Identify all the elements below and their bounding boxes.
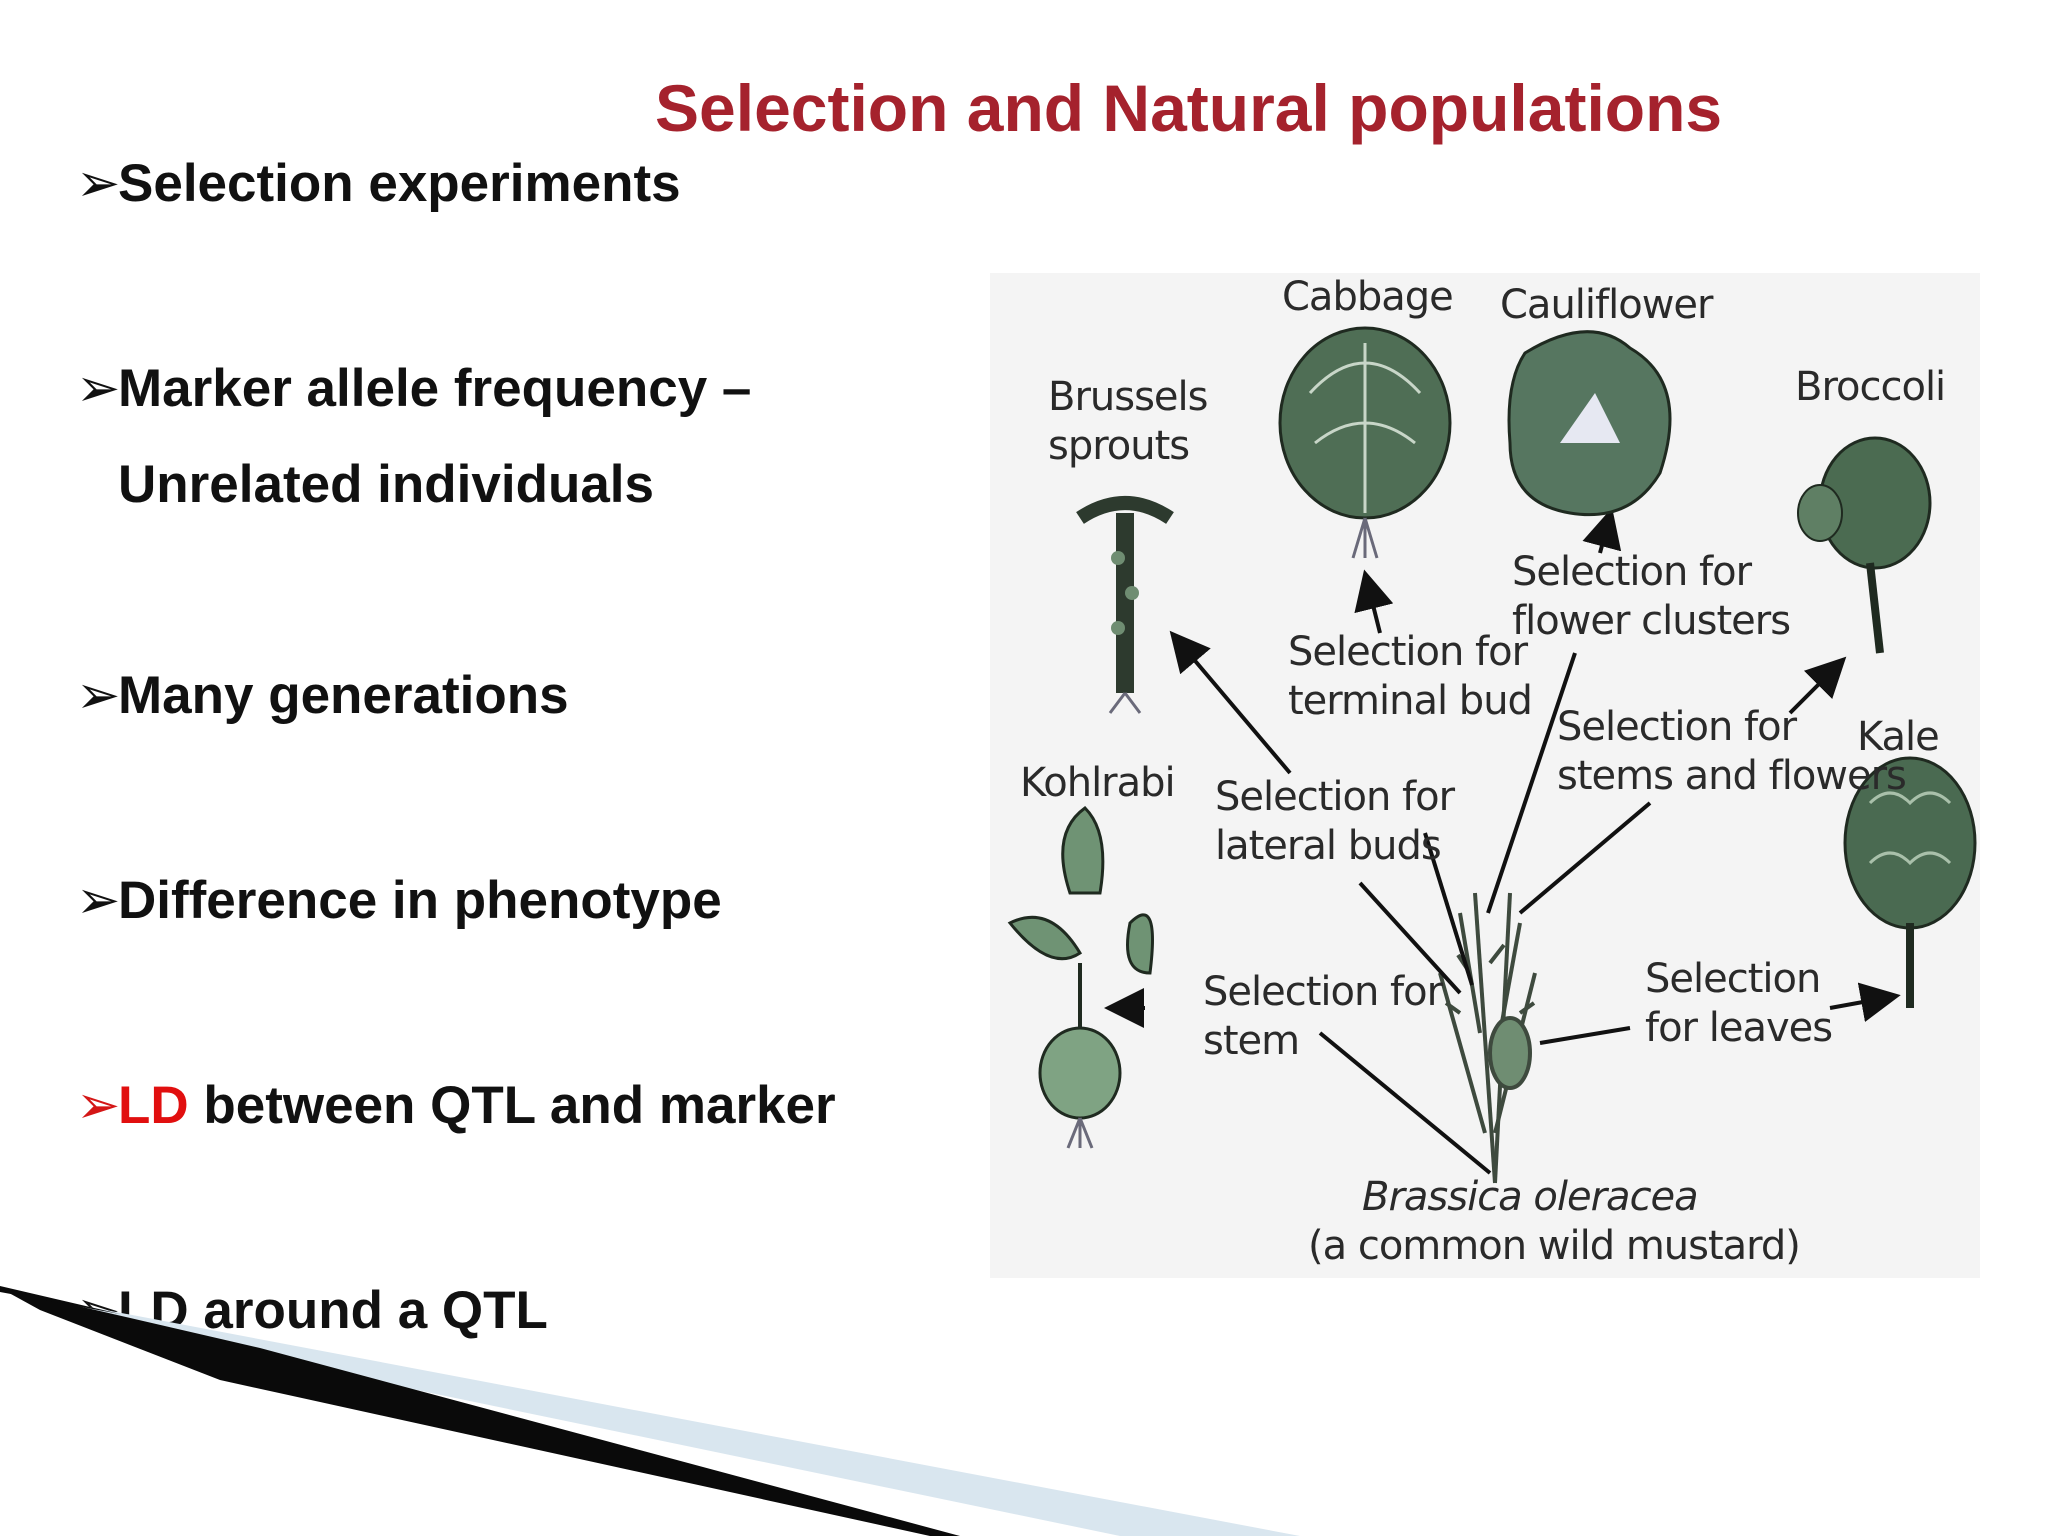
label-brussels-line2: sprouts [1048,423,1190,469]
swoosh-tip [0,1286,120,1314]
cauliflower-plant [1507,330,1672,517]
slide-title: Selection and Natural populations [655,71,1723,145]
swoosh-light-band [0,1290,1300,1536]
label-cabbage: Cabbage [1282,274,1454,320]
cabbage-plant [1278,326,1452,559]
label-leaves-1: Selection [1645,956,1821,1002]
bullet-text: Many generations [118,666,569,725]
label-flower-clusters-1: Selection for [1512,549,1752,595]
label-lateral-buds-2: lateral buds [1215,823,1442,869]
label-terminal-bud-1: Selection for [1288,629,1528,675]
bullet-marker-allele-frequency: ➢Marker allele frequency – Unrelated ind… [76,359,752,515]
wild-mustard-plant [1438,892,1537,1184]
label-kohlrabi: Kohlrabi [1020,760,1176,806]
bullet-list: ➢Selection experiments ➢Marker allele fr… [0,0,980,1536]
label-brassica-oleracea: Brassica oleracea [1362,1174,1699,1220]
kale-plant [1843,756,1977,1008]
bullet-text: Marker allele frequency – [118,359,752,418]
bullet-difference-in-phenotype: ➢Difference in phenotype [76,871,722,930]
label-leaves-2: for leaves [1645,1005,1833,1051]
broccoli-plant [1797,436,1932,654]
bullet-text: Selection experiments [118,154,681,213]
bullet-continuation: Unrelated individuals [118,455,655,515]
brassica-diagram: Cabbage Cauliflower Broccoli Brussels sp… [990,273,1980,1278]
label-stems-flowers-2: stems and flowers [1557,753,1907,799]
label-flower-clusters-2: flower clusters [1512,598,1791,644]
selection-connector-lines [1318,652,1652,1175]
brassica-diagram-drawing [1007,326,1977,1184]
arrow-bullet-icon: ➢ [76,666,121,725]
bullet-many-generations: ➢Many generations [76,666,569,725]
label-kale: Kale [1857,714,1940,760]
bullet-text: Difference in phenotype [118,871,722,930]
label-stems-flowers-1: Selection for [1557,704,1797,750]
bullet-text: between QTL and marker [188,1076,836,1135]
brussels-sprouts-plant [1076,496,1174,714]
label-terminal-bud-2: terminal bud [1288,678,1533,724]
label-broccoli: Broccoli [1795,364,1946,410]
bullet-selection-experiments: ➢Selection experiments [76,154,681,213]
label-cauliflower: Cauliflower [1500,282,1713,328]
kohlrabi-plant [1007,806,1154,1149]
label-brussels-line1: Brussels [1048,374,1208,420]
bullet-ld-between-qtl-marker: ➢LD between QTL and marker [76,1076,836,1135]
label-stem-1: Selection for [1203,969,1443,1015]
arrow-bullet-icon: ➢ [76,154,121,213]
label-stem-2: stem [1203,1018,1300,1064]
selection-arrows [1104,507,1901,1028]
swoosh-dark-band [0,1288,960,1536]
arrow-bullet-icon: ➢ [76,1076,121,1135]
decorative-swoosh [0,1286,1300,1536]
bullet-highlight: LD [118,1076,189,1135]
label-lateral-buds-1: Selection for [1215,774,1455,820]
arrow-bullet-icon: ➢ [76,871,121,930]
arrow-bullet-icon: ➢ [76,359,121,418]
label-common-wild-mustard: (a common wild mustard) [1308,1223,1801,1269]
